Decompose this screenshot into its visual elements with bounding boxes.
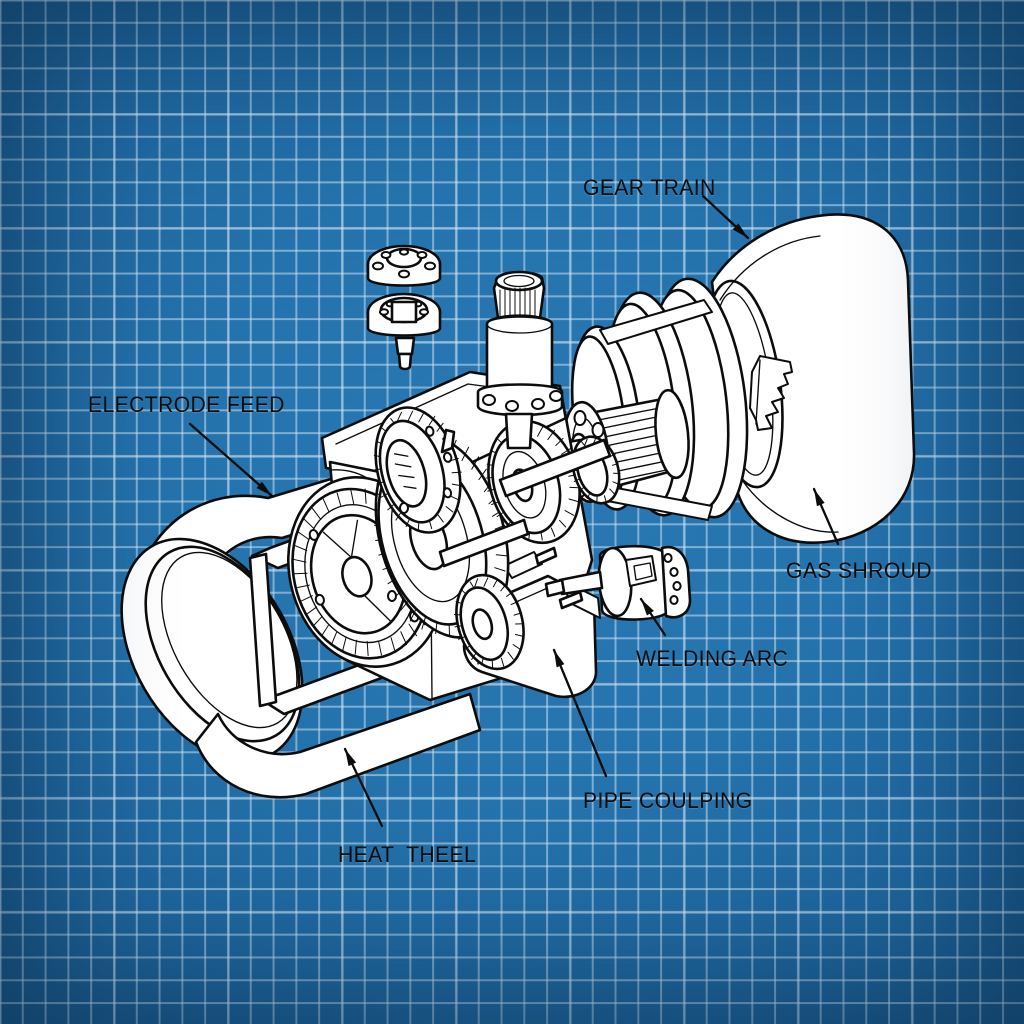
part-welding-arc-head: [544, 544, 692, 621]
callout-label-gear-train: GEAR TRAIN: [583, 175, 716, 200]
leader-arrowhead-electrode-feed: [256, 481, 272, 496]
callout-leader-lines: [188, 194, 840, 828]
leader-arrowhead-gear-train: [732, 223, 748, 238]
leader-arrowhead-pipe-coulping: [554, 650, 565, 668]
leader-line-electrode-feed: [188, 422, 274, 498]
part-flanged-bearing-hub: [366, 244, 442, 371]
callout-label-heat-theel: HEAT THEEL: [338, 842, 477, 867]
leader-arrowhead-heat-theel: [345, 749, 357, 767]
housing-fasteners: [387, 428, 584, 610]
part-gear-cluster: [373, 406, 621, 671]
callout-label-electrode-feed: ELECTRODE FEED: [88, 392, 285, 417]
leader-arrowhead-welding-arc: [641, 599, 654, 616]
part-drive-motor: [476, 270, 564, 450]
leader-line-pipe-coulping: [552, 648, 608, 778]
callout-label-welding-arc: WELDING ARC: [636, 646, 789, 671]
callout-label-pipe-coulping: PIPE COULPING: [583, 788, 753, 813]
leader-arrowhead-gas-shroud: [814, 489, 825, 507]
callout-label-gas-shroud: GAS SHROUD: [786, 558, 932, 583]
